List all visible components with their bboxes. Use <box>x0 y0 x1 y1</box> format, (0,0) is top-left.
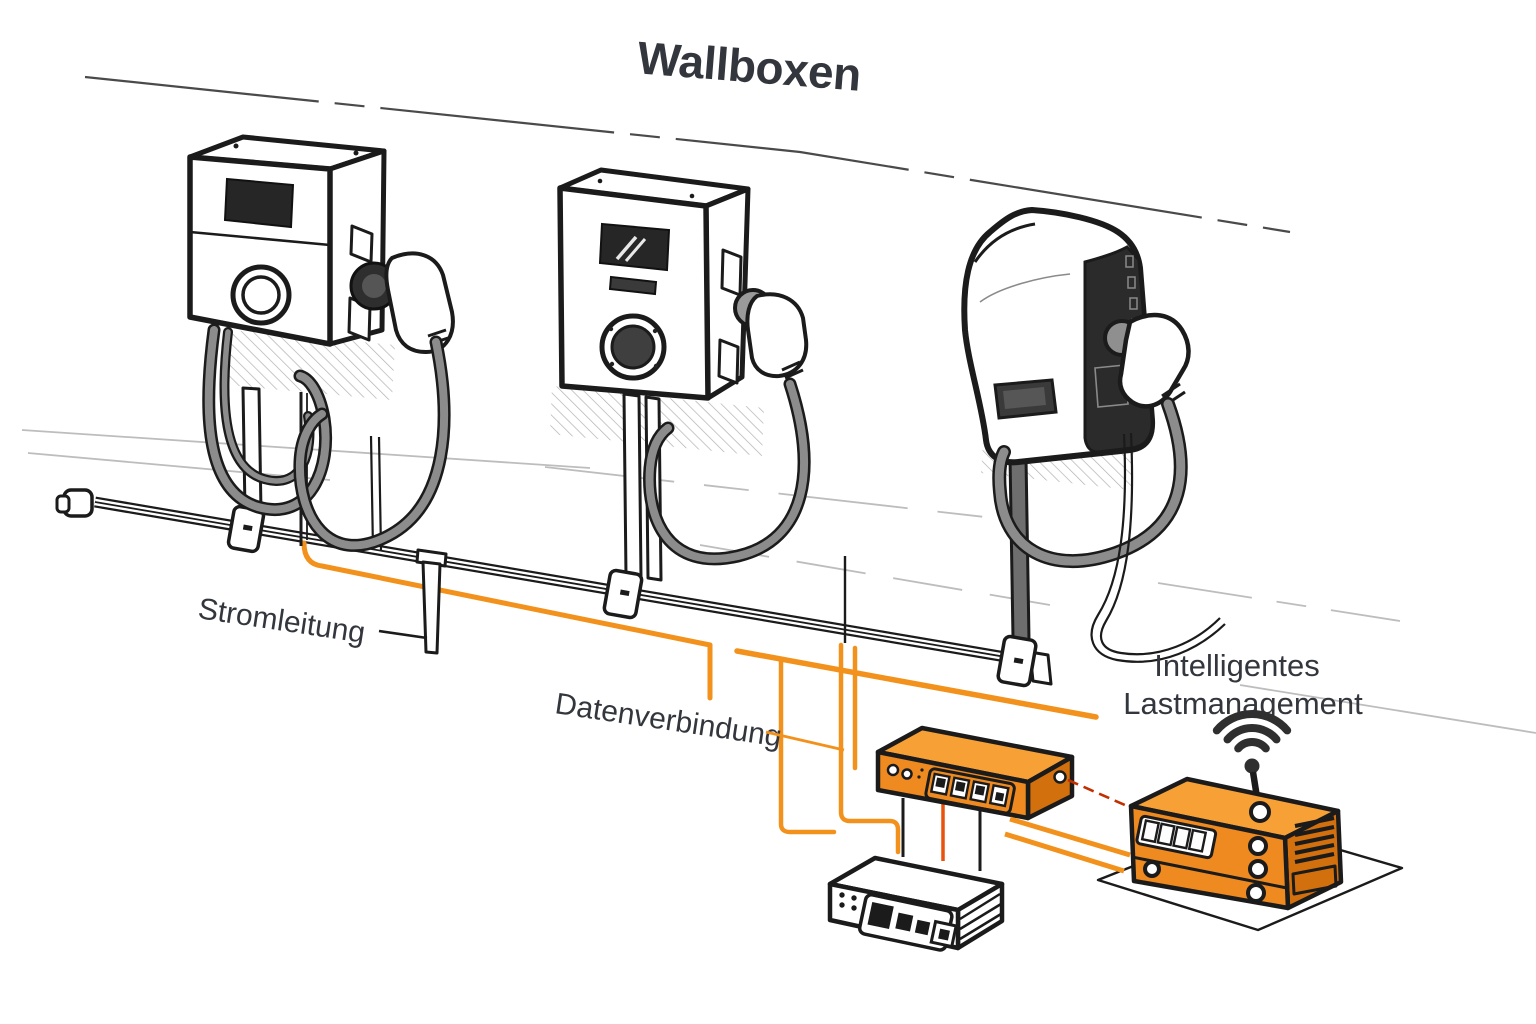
power-line-pointer <box>378 629 428 640</box>
data-connection-pointer <box>765 730 845 752</box>
wallbox-2-display <box>598 222 671 272</box>
switch-led <box>886 763 900 777</box>
wallbox-1-plug <box>384 251 455 354</box>
power-line-label: Stromleitung <box>196 592 367 650</box>
wallbox-3-plug <box>1117 312 1191 409</box>
wallbox-3-charging-cable <box>992 397 1226 663</box>
wifi-icon <box>1212 710 1292 774</box>
network-switch <box>875 725 1075 821</box>
wallbox-2 <box>557 167 811 566</box>
wallbox-1-display <box>223 177 295 229</box>
controller-side-vents <box>1291 816 1338 896</box>
wallbox-1 <box>187 134 455 552</box>
wallbox-2-front <box>557 185 711 401</box>
load-controller <box>1128 710 1344 911</box>
load-management-label-line1: Intelligentes <box>1154 648 1319 683</box>
wallbox-3 <box>961 207 1226 663</box>
wallbox-1-charging-cable <box>202 323 451 552</box>
switch-led <box>901 768 913 780</box>
wallbox-2-charging-cable <box>643 377 811 566</box>
switch-controller-links <box>1004 778 1135 874</box>
controller-switch-bank <box>1135 814 1218 860</box>
modem-port-panel <box>857 893 958 952</box>
junction-boxes <box>226 504 1038 688</box>
switch-uplink-port <box>1053 770 1067 784</box>
modem <box>827 855 1005 952</box>
power-conduit <box>55 488 1053 686</box>
diagram-title: Wallboxen <box>636 31 863 100</box>
switch-modem-links <box>901 798 982 871</box>
wallbox-2-plug <box>745 292 809 379</box>
data-connection-label: Datenverbindung <box>553 687 784 753</box>
antenna-mount <box>1249 801 1271 823</box>
switch-port-panel <box>924 767 1016 815</box>
power-drop-pipe <box>415 548 448 655</box>
